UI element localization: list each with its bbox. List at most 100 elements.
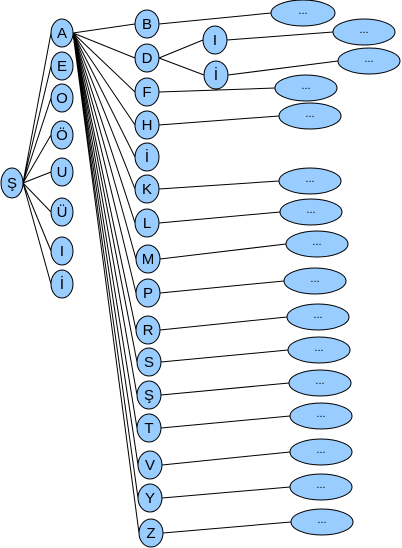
node-label: E (57, 58, 67, 75)
node-label: ... (359, 24, 368, 36)
edge-t-e13 (160, 415, 291, 429)
node-shape (135, 278, 161, 308)
node-e5: ... (278, 102, 342, 130)
edge-s-root-a (22, 32, 52, 184)
node-l: L (134, 208, 160, 238)
edge-v-e14 (161, 451, 291, 466)
node-label: ... (306, 204, 315, 216)
node-shape (134, 9, 160, 39)
edge-r-e10 (159, 316, 288, 331)
edge-s-root-i-dotted (22, 182, 52, 285)
node-shape (136, 380, 162, 410)
edge-m-e8 (159, 243, 287, 260)
edge-d-i2-e3 (227, 60, 339, 76)
edge-a-s-cedilla (72, 32, 138, 396)
node-i-dotted: İ (50, 269, 74, 299)
edge-a-t (72, 32, 138, 429)
edge-a-f (72, 32, 136, 93)
node-shape (134, 174, 160, 204)
node-e15: ... (289, 473, 353, 501)
node-shape (278, 102, 342, 130)
node-u: U (50, 157, 74, 187)
node-label: İ (145, 148, 149, 166)
node-label: P (143, 285, 153, 302)
node-d-i1: I (202, 25, 228, 55)
node-shape (50, 269, 74, 299)
node-s-cedilla: Ş (136, 380, 162, 410)
node-shape (135, 244, 161, 274)
node-label: Y (145, 490, 155, 507)
node-shape (278, 167, 342, 195)
node-label: İ (214, 66, 218, 84)
node-shape (137, 450, 163, 480)
node-shape (50, 120, 74, 150)
node-e12: ... (288, 369, 352, 397)
node-label: Ş (144, 387, 154, 404)
node-shape (290, 508, 354, 536)
node-i-mid: İ (134, 142, 160, 172)
node-shape (0, 167, 24, 199)
node-label: Ö (56, 126, 68, 144)
node-e1: ... (270, 0, 336, 27)
node-label: ... (305, 173, 314, 185)
node-label: V (145, 457, 155, 474)
node-label: ... (316, 408, 325, 420)
node-e13: ... (289, 402, 353, 430)
edge-a-k (72, 32, 136, 190)
node-label: T (144, 420, 153, 437)
node-label: U (57, 164, 68, 181)
edge-s-root-o (22, 97, 52, 184)
node-label: İ (60, 275, 64, 293)
node-label: M (142, 251, 155, 268)
edge-s-e11 (160, 349, 289, 363)
node-shape (285, 230, 349, 258)
node-label: ... (298, 5, 307, 17)
node-r: R (135, 315, 161, 345)
node-e9: ... (283, 267, 347, 295)
node-label: ... (312, 236, 321, 248)
node-m: M (135, 244, 161, 274)
node-e3: ... (337, 47, 401, 75)
node-label: F (142, 84, 151, 101)
node-e7: ... (279, 198, 343, 226)
edge-a-m (72, 32, 137, 260)
node-shape (136, 413, 162, 443)
node-shape (202, 25, 228, 55)
node-shape (138, 518, 164, 548)
edge-layer (22, 12, 339, 534)
node-label: H (142, 117, 153, 134)
node-label: Z (146, 525, 155, 542)
node-e10: ... (286, 303, 350, 331)
node-e: E (50, 51, 74, 81)
edge-a-y (72, 32, 139, 499)
node-label: Ü (57, 203, 68, 221)
edge-a-p (72, 32, 137, 294)
node-k: K (134, 174, 160, 204)
edge-p-e9 (159, 280, 285, 294)
edge-f-e4 (158, 87, 276, 93)
node-shape (50, 236, 74, 266)
node-shape (289, 473, 353, 501)
node-o: O (50, 83, 74, 113)
node-shape (289, 438, 353, 466)
edge-a-h (72, 32, 136, 126)
node-e6: ... (278, 167, 342, 195)
node-shape (134, 43, 160, 73)
node-e14: ... (289, 438, 353, 466)
node-shape (136, 347, 162, 377)
edge-a-i-mid (72, 32, 136, 158)
node-a: A (50, 18, 74, 48)
node-b: B (134, 9, 160, 39)
edge-d-i1-e2 (226, 31, 334, 41)
node-shape (134, 110, 160, 140)
node-shape (134, 142, 160, 172)
node-label: ... (317, 514, 326, 526)
edge-y-e15 (161, 486, 291, 499)
node-label: ... (310, 273, 319, 285)
node-label: S (144, 354, 154, 371)
node-label: K (142, 181, 152, 198)
edge-h-e5 (158, 115, 280, 126)
node-t: T (136, 413, 162, 443)
node-d: D (134, 43, 160, 73)
node-shape (286, 303, 350, 331)
